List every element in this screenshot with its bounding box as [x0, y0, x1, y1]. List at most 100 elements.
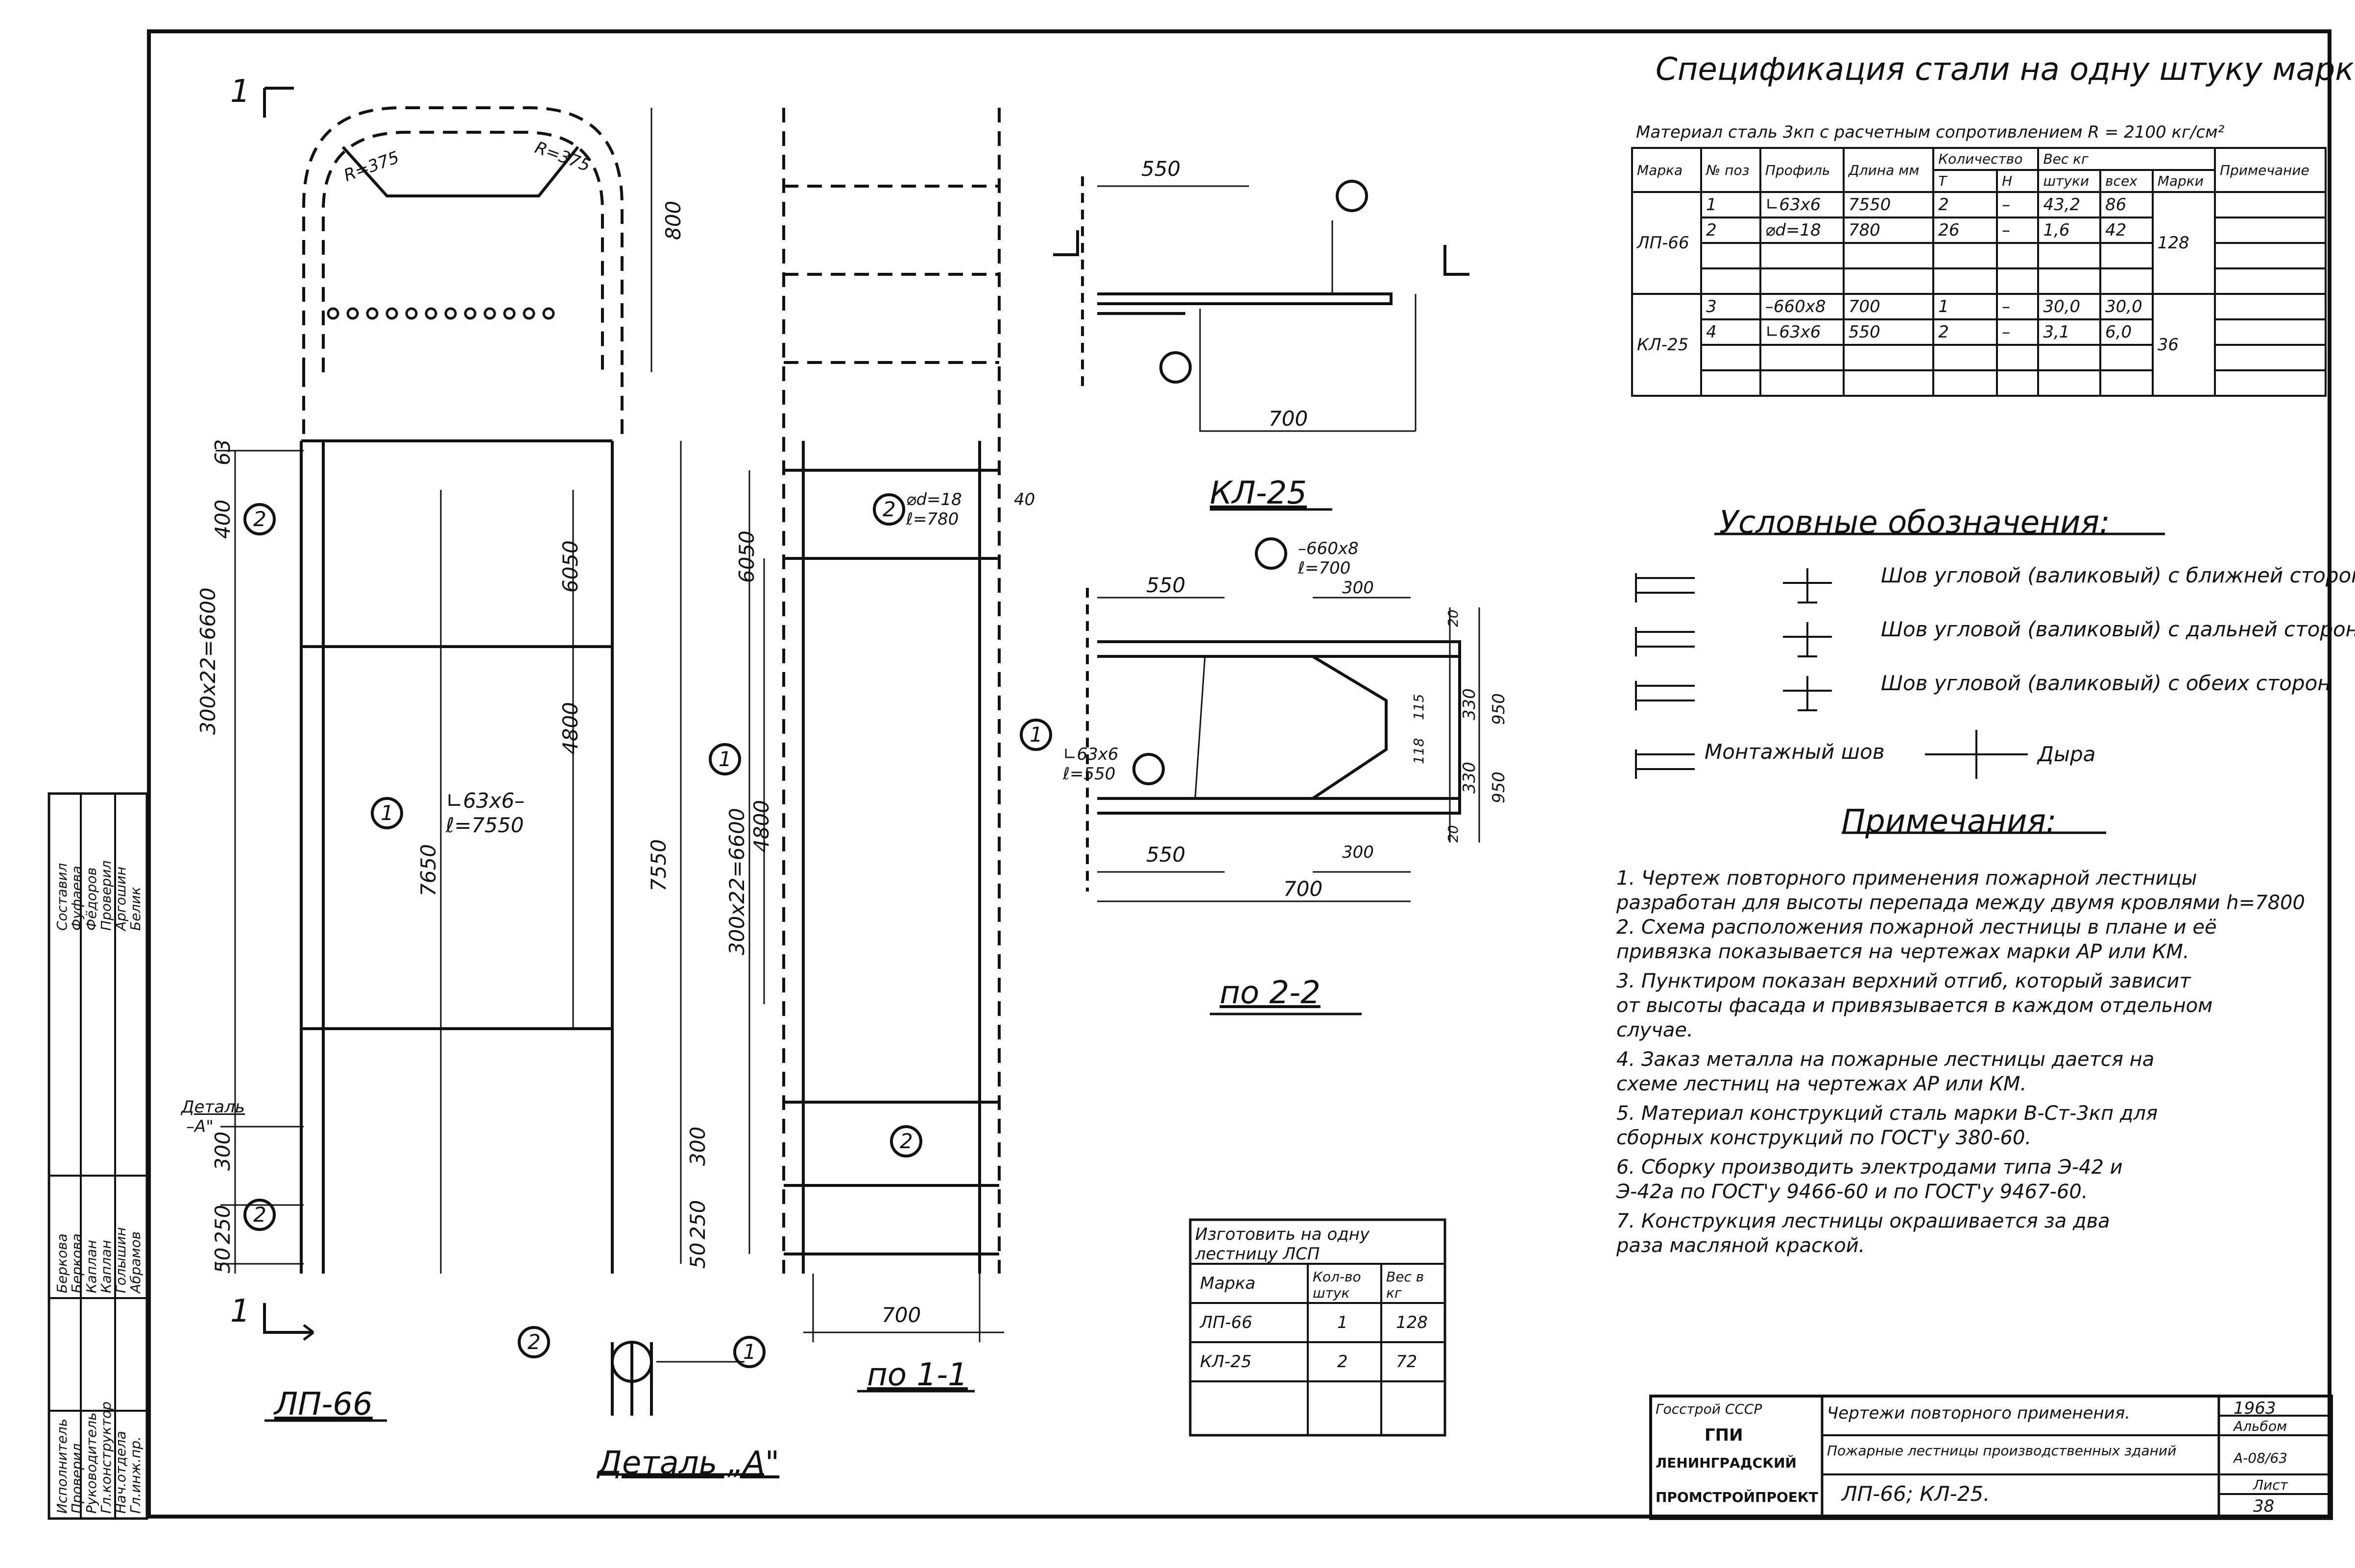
sign-extra: Составил	[54, 863, 70, 931]
spec-head-qty-n: Н	[1996, 169, 2040, 193]
dim-kl-550: 550	[1141, 157, 1181, 181]
dim-kl-115: 115	[1411, 694, 1427, 720]
dim-s11-length: 7550	[647, 839, 671, 892]
dim-lp66-top: 400	[211, 499, 235, 539]
spec-cell: 2	[1932, 191, 1998, 218]
spec-cell	[2213, 318, 2327, 346]
stamp-org2: ГПИ	[1705, 1425, 1743, 1445]
dim-lp66-300: 300	[211, 1131, 235, 1171]
note-line: 7. Конструкция лестницы окрашивается за …	[1616, 1210, 2110, 1232]
callout-1-s11-right: 1	[1030, 723, 1043, 747]
dim-kl-118: 118	[1411, 738, 1427, 764]
sheet-frame	[147, 29, 2331, 1519]
dim-s11-50: 50	[686, 1242, 710, 1269]
dim-kl-700: 700	[1269, 407, 1308, 431]
callout-1-lp66: 1	[381, 801, 394, 825]
label-pos1: ∟63х6–	[446, 789, 525, 813]
dim-s11-4800: 4800	[749, 800, 773, 852]
dim-s11-40: 40	[1014, 490, 1035, 509]
note-line: 5. Материал конструкций сталь марки В-Ст…	[1616, 1102, 2158, 1125]
spec-cell: 7550	[1842, 191, 1935, 218]
spec-cell: 1,6	[2037, 217, 2102, 244]
spec-cell: 30,0	[2037, 293, 2102, 320]
spec-cell: 30,0	[2099, 293, 2154, 320]
spec-head-length: Длина мм	[1842, 147, 1935, 193]
spec-cell: 1	[1700, 191, 1761, 218]
sign-name: Голышин	[113, 1227, 129, 1293]
order-head-marka: Марка	[1200, 1274, 1256, 1293]
spec-cell: 780	[1842, 217, 1935, 244]
spec-cell	[2213, 293, 2327, 320]
order-cell: КЛ-25	[1200, 1352, 1252, 1372]
sign-role: Проверил	[69, 1443, 85, 1514]
sign-extra: Фуфаева	[69, 866, 85, 931]
dim-lp66-250: 250	[211, 1205, 235, 1244]
dim-kl-330-top: 330	[1460, 688, 1479, 720]
view-title-kl25: КЛ-25	[1210, 475, 1307, 511]
stamp-org3: ЛЕНИНГРАДСКИЙ	[1656, 1455, 1797, 1471]
spec-marka-kl25: КЛ-25	[1631, 293, 1703, 397]
spec-cell	[2213, 191, 2327, 218]
note-line: привязка показывается на чертежах марки …	[1616, 941, 2189, 963]
spec-cell: 6,0	[2099, 318, 2154, 346]
sign-role: Гл.конструктор	[98, 1401, 114, 1514]
sign-extra: Фёдоров	[83, 867, 99, 931]
spec-head-w-piece: штуки	[2037, 169, 2102, 193]
section-mark-bottom: 1	[230, 1293, 250, 1329]
spec-weight-lp66: 128	[2151, 191, 2216, 295]
sign-role: Гл.инж.пр.	[127, 1436, 144, 1514]
stamp-title3: ЛП-66; КЛ-25.	[1842, 1482, 1990, 1506]
spec-head-pos: № поз	[1700, 147, 1761, 193]
stamp-title2: Пожарные лестницы производственных здани…	[1827, 1443, 2177, 1459]
dim-kl-20-bottom: 20	[1445, 825, 1461, 843]
legend-title: Условные обозначения:	[1719, 505, 2110, 541]
view-title-detail-a: Деталь „А"	[598, 1445, 780, 1481]
spec-cell: 43,2	[2037, 191, 2102, 218]
spec-head-qty-t: Т	[1932, 169, 1998, 193]
spec-cell: –	[1996, 293, 2040, 320]
spec-cell	[2213, 217, 2327, 244]
order-head-qty: Кол-во штук	[1313, 1269, 1361, 1301]
note-line: 1. Чертеж повторного применения пожарной…	[1616, 867, 2197, 890]
sign-name: Беркова	[69, 1233, 85, 1293]
label-pos3: –660х8	[1298, 539, 1359, 558]
dim-kl-950-top: 950	[1489, 693, 1509, 725]
spec-cell: 26	[1932, 217, 1998, 244]
section-mark-top: 1	[230, 73, 250, 110]
order-cell: 72	[1396, 1352, 1418, 1372]
label-detail-a: Деталь	[181, 1097, 245, 1117]
spec-cell: –	[1996, 318, 2040, 346]
label-pos4-length: ℓ=550	[1063, 764, 1116, 784]
stamp-org1: Госстрой СССР	[1656, 1401, 1762, 1417]
spec-cell: 700	[1842, 293, 1935, 320]
spec-cell: ⌀d=18	[1759, 217, 1845, 244]
dim-lp66-6050: 6050	[558, 540, 582, 593]
dim-lp66-50: 50	[211, 1247, 235, 1274]
stamp-album-label: Альбом	[2234, 1418, 2287, 1434]
label-pos2-length: ℓ=780	[906, 509, 959, 529]
stamp-album: А-08/63	[2234, 1450, 2287, 1466]
dim-kl-950-bottom: 950	[1489, 772, 1509, 803]
dim-s11-300: 300	[686, 1126, 710, 1166]
note-line: случае.	[1616, 1019, 1693, 1041]
spec-cell: 2	[1932, 318, 1998, 346]
spec-cell: 86	[2099, 191, 2154, 218]
spec-title: Спецификация стали на одну штуку марки	[1656, 51, 2355, 88]
sign-role: Исполнитель	[54, 1418, 70, 1514]
dim-kl-700-bottom: 700	[1283, 877, 1323, 901]
callout-1-s11-left: 1	[719, 747, 732, 771]
spec-cell: 3	[1700, 293, 1761, 320]
note-line: сборных конструкций по ГОСТ'у 380-60.	[1616, 1127, 2032, 1149]
dim-s11-total: 300х22=6600	[725, 808, 749, 955]
legend-item-near: Шов угловой (валиковый) с ближней сторон…	[1881, 563, 2355, 587]
spec-cell: ∟63х6	[1759, 191, 1845, 218]
spec-head-weight: Вес кг	[2037, 147, 2216, 171]
order-cell: 2	[1337, 1352, 1348, 1372]
dim-kl-550-b: 550	[1146, 573, 1186, 597]
callout-2-detail: 2	[528, 1330, 541, 1354]
legend-item-hole: Дыра	[2038, 742, 2096, 766]
sign-name: Беркова	[54, 1233, 70, 1293]
note-line: 2. Схема расположения пожарной лестницы …	[1616, 916, 2217, 939]
